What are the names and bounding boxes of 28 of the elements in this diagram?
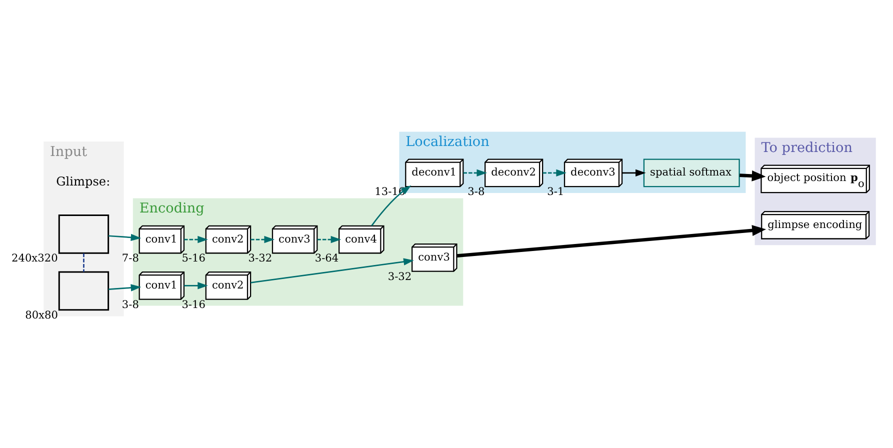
node-label: 240x320	[11, 252, 58, 265]
node-label: 80x80	[25, 309, 58, 322]
node-label: 3-8	[122, 298, 139, 311]
node-box	[58, 271, 110, 311]
arrow	[250, 258, 414, 284]
node-box	[58, 214, 110, 254]
arrow	[740, 170, 766, 182]
node-label: 5-16	[182, 252, 206, 265]
node-label: 3-1	[547, 186, 564, 198]
arrow	[184, 236, 208, 244]
arrow	[463, 169, 488, 177]
arrow	[456, 225, 766, 258]
node-box: spatial softmax	[643, 158, 740, 188]
node-label: 3-32	[248, 252, 272, 265]
node-label: 3-16	[182, 298, 206, 311]
label: Glimpse:	[56, 174, 110, 189]
arrow	[108, 234, 142, 242]
connector	[83, 253, 84, 272]
arrow	[108, 284, 142, 292]
node-label: 3-8	[468, 186, 485, 198]
arrow	[542, 169, 566, 177]
arrow	[317, 236, 342, 244]
arrow	[250, 236, 275, 244]
node-label: 3-64	[314, 252, 339, 265]
arrow	[622, 169, 646, 177]
node-label: 3-32	[388, 270, 412, 283]
node-label: 7-8	[122, 252, 139, 265]
arrow	[184, 282, 208, 290]
